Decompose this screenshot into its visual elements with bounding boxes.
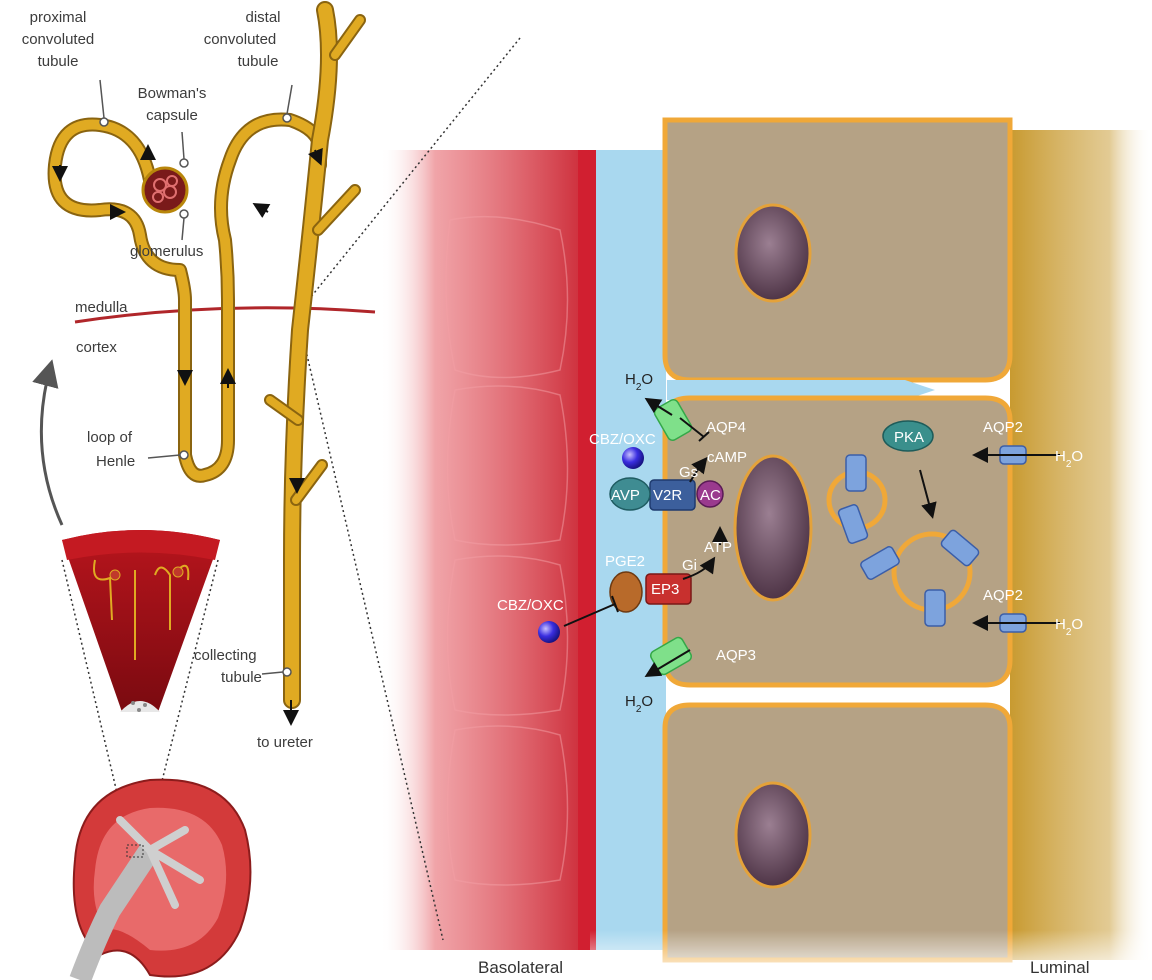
bowman-label-2: capsule	[146, 107, 198, 124]
aqp2-label-top: AQP2	[983, 419, 1023, 436]
aqp2-label-bottom: AQP2	[983, 587, 1023, 604]
camp-label: cAMP	[707, 449, 747, 466]
proximal-label-3: tubule	[38, 53, 79, 70]
basolateral-label: Basolateral	[478, 958, 563, 977]
nucleus	[736, 783, 810, 887]
interstitium	[596, 150, 666, 950]
distal-label-2: convoluted	[204, 31, 277, 48]
distal-label-3: tubule	[238, 53, 279, 70]
renal-pyramid-slice	[62, 530, 220, 712]
henle-label-1: loop of	[87, 429, 133, 446]
bowman-label-1: Bowman's	[138, 85, 207, 102]
pge2-label: PGE2	[605, 553, 645, 570]
collecting-label-2: tubule	[221, 669, 262, 686]
henle-label-2: Henle	[96, 453, 135, 470]
cortex-label: cortex	[76, 339, 117, 356]
ep3-label: EP3	[651, 581, 679, 598]
kidney-cross-section	[74, 780, 251, 980]
nucleus	[735, 456, 811, 600]
cbz-oxc-label-bottom: CBZ/OXC	[497, 597, 564, 614]
gs-label: Gs	[679, 464, 698, 481]
vessel-wall	[578, 150, 596, 950]
glomerulus-label: glomerulus	[130, 243, 203, 260]
medulla-label: medulla	[75, 299, 128, 316]
tubule-lumen	[1010, 130, 1152, 960]
ureter-label: to ureter	[257, 734, 313, 751]
cbz-oxc-molecule-top	[622, 447, 644, 469]
principal-cell-top	[665, 120, 1010, 380]
zoom-arrow	[41, 368, 62, 525]
pka-label: PKA	[894, 429, 924, 446]
nucleus	[736, 205, 810, 301]
collecting-label-1: collecting	[194, 647, 257, 664]
v2r-label: V2R	[653, 487, 682, 504]
atp-label: ATP	[704, 539, 732, 556]
proximal-label-2: convoluted	[22, 31, 95, 48]
ac-label: AC	[700, 487, 721, 504]
aqp3-label: AQP3	[716, 647, 756, 664]
cell-panel: H2O AQP4 CBZ/OXC cAMP Gs AVP V2R AC PKA …	[380, 120, 1152, 980]
avp-label: AVP	[611, 487, 640, 504]
distal-label-1: distal	[245, 9, 280, 26]
aqp4-label: AQP4	[706, 419, 746, 436]
proximal-label-1: proximal	[30, 9, 87, 26]
cbz-oxc-label-top: CBZ/OXC	[589, 431, 656, 448]
principal-cell-bottom	[665, 705, 1010, 960]
luminal-label: Luminal	[1030, 958, 1090, 977]
nephron-illustration: proximal convoluted tubule distal convol…	[22, 9, 375, 980]
cbz-oxc-molecule-bottom	[538, 621, 560, 643]
gi-label: Gi	[682, 557, 697, 574]
